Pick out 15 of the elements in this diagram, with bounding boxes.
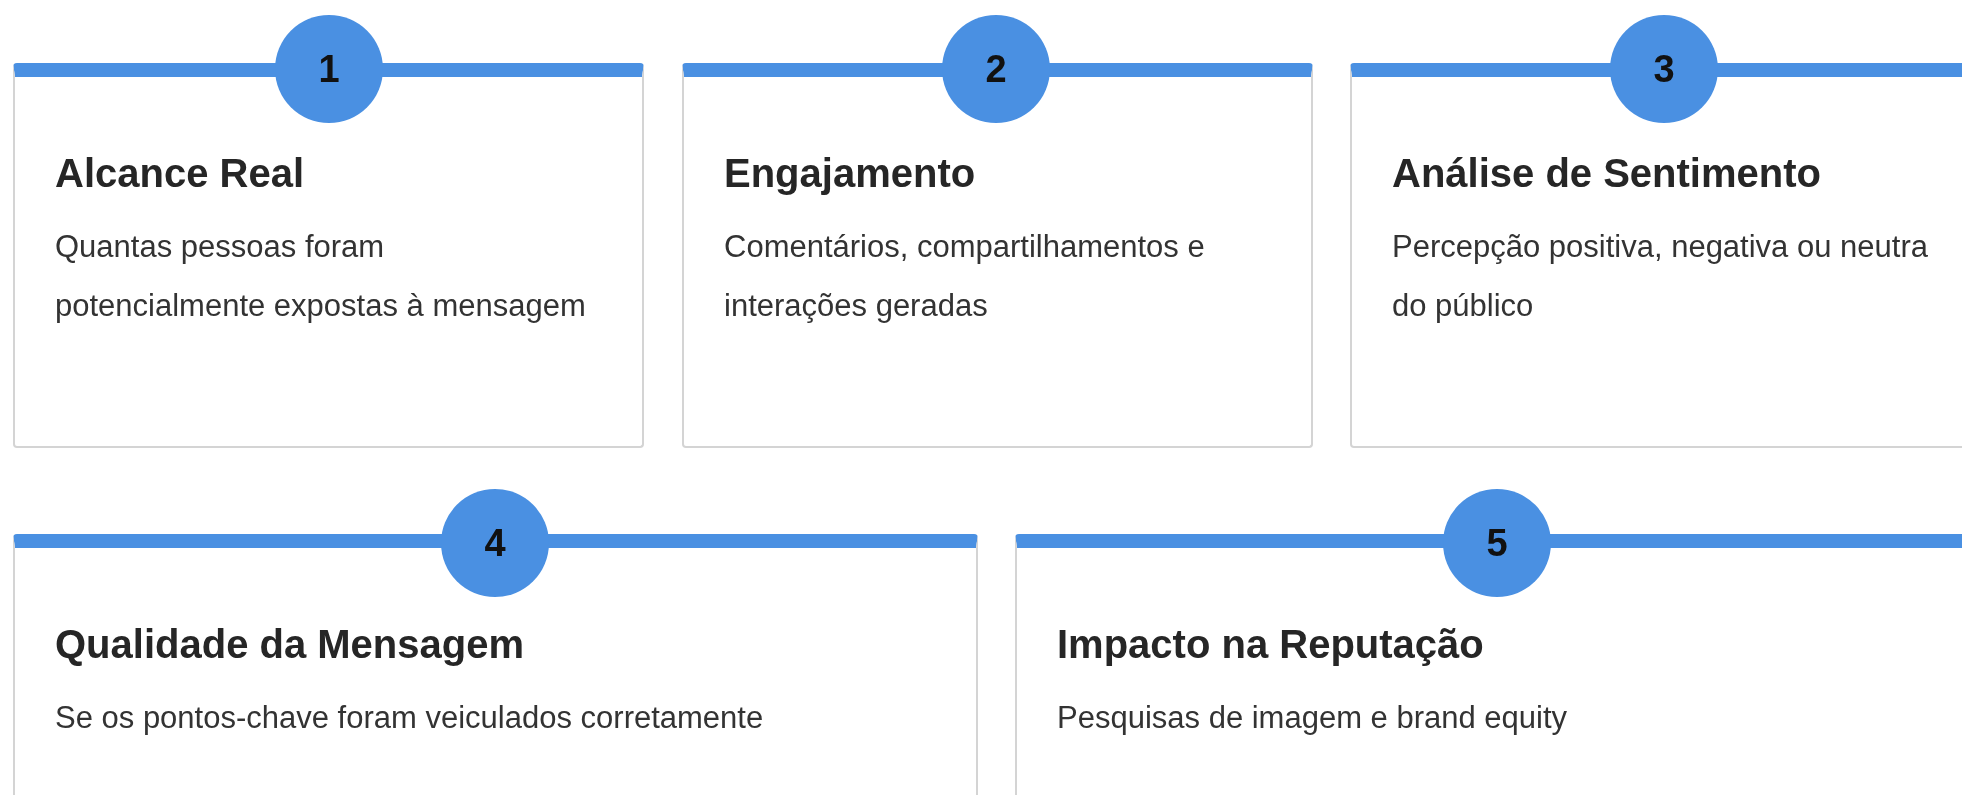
card-heading: Engajamento [724, 150, 977, 197]
number-circle: 3 [1610, 15, 1718, 123]
number-circle: 2 [942, 15, 1050, 123]
number-circle: 5 [1443, 489, 1551, 597]
card-description: Percepção positiva, negativa ou neutra do público [1392, 228, 1929, 325]
number-circle: 1 [275, 15, 383, 123]
card-heading: Alcance Real [55, 150, 306, 197]
card-heading: Análise de Sentimento [1392, 150, 1822, 197]
card-heading: Impacto na Reputação [1057, 621, 1485, 668]
card-description: Comentários, compartilhamentos e interações geradas [724, 228, 1206, 325]
card-description: Pesquisas de imagem e brand equity [1057, 699, 1569, 737]
card-heading: Qualidade da Mensagem [55, 621, 526, 668]
card-description: Quantas pessoas foram potencialmente expostas à mensagem [55, 228, 587, 325]
number-circle: 4 [441, 489, 549, 597]
card-description: Se os pontos-chave foram veiculados corretamente [55, 699, 765, 737]
